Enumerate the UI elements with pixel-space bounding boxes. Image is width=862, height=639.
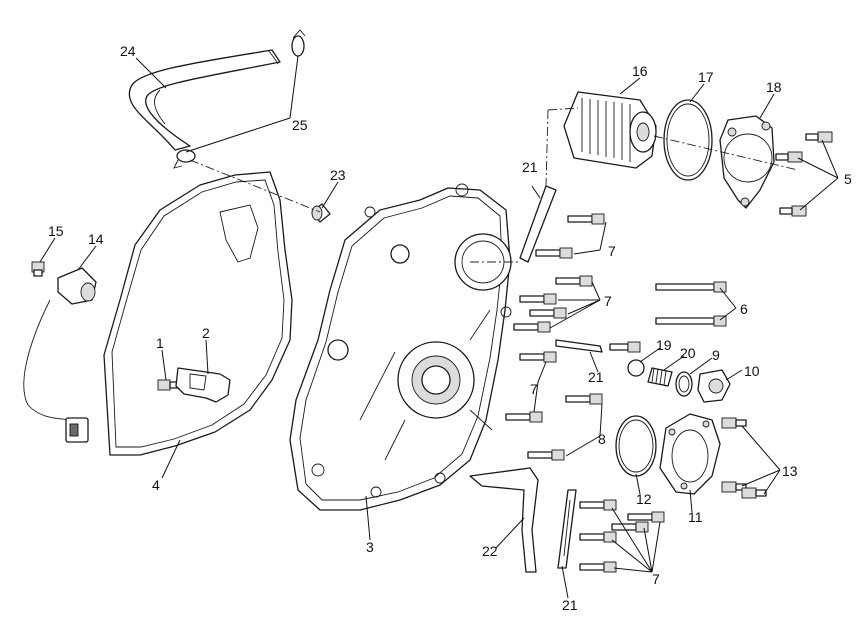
spring [647, 367, 673, 387]
filter-cover [719, 115, 775, 209]
bolt-set-5 [775, 131, 833, 217]
bolt-set-11 [721, 417, 767, 499]
callout-2: 2 [202, 325, 210, 341]
filter-o-ring [663, 99, 713, 181]
callout-9: 11 [688, 509, 703, 525]
callout-19: 10 [744, 363, 760, 379]
callout-18: 20 [680, 345, 696, 361]
callout-7-upper: 7 [604, 293, 612, 309]
upper-strap [519, 185, 557, 263]
crankcase-cover [289, 183, 512, 511]
callout-11: 13 [782, 463, 798, 479]
gasket [103, 171, 293, 456]
hose [128, 49, 281, 151]
hose-clamp-bottom [173, 149, 196, 169]
sensor-bolt [31, 261, 45, 277]
sensor [23, 267, 97, 443]
callout-17: 19 [656, 337, 672, 353]
callout-15: 17 [698, 69, 714, 85]
callout-6: 6 [740, 301, 748, 317]
callout-10: 12 [636, 491, 652, 507]
hose-clamp-top [291, 29, 306, 57]
callout-12: 14 [88, 231, 104, 247]
mid-strap [555, 339, 641, 353]
callout-16: 18 [766, 79, 782, 95]
washer-ring [675, 371, 693, 397]
dowel-pin [311, 203, 331, 223]
mount-bracket [469, 467, 539, 573]
leader-lines [39, 55, 839, 599]
ball [627, 359, 645, 377]
long-bolts [655, 281, 727, 327]
callout-7-bottom: 7 [652, 571, 660, 587]
bolt-group-7-upper [505, 213, 605, 423]
callout-23: 23 [330, 167, 346, 183]
callout-5: 5 [844, 171, 852, 187]
long-strap [557, 489, 577, 569]
callout-1: 1 [156, 335, 164, 351]
pump-o-ring [615, 415, 657, 477]
bolt-set-8 [527, 393, 603, 461]
callout-labels: 24 25 23 15 14 1 2 4 3 16 17 18 5 6 7 7 … [48, 43, 852, 613]
callout-7-top: 7 [608, 243, 616, 259]
callout-14: 16 [632, 63, 648, 79]
callout-21-bottom: 21 [562, 597, 578, 613]
callout-21-top: 21 [522, 159, 538, 175]
callout-24: 24 [120, 43, 136, 59]
plug [697, 369, 731, 403]
callout-4: 4 [152, 477, 160, 493]
callout-8: 8 [598, 431, 606, 447]
bracket [175, 367, 231, 403]
oil-filter [563, 91, 657, 169]
callout-3: 3 [366, 539, 374, 555]
callout-13: 15 [48, 223, 64, 239]
callout-7-middle: 7 [530, 381, 538, 397]
callout-20: 9 [712, 347, 720, 363]
alignment-lines [189, 107, 799, 263]
pump-cover [659, 413, 721, 495]
callout-21-middle: 21 [588, 369, 604, 385]
bolt-group-7-lower [579, 499, 665, 573]
callout-22: 22 [482, 543, 498, 559]
callout-25: 25 [292, 117, 308, 133]
